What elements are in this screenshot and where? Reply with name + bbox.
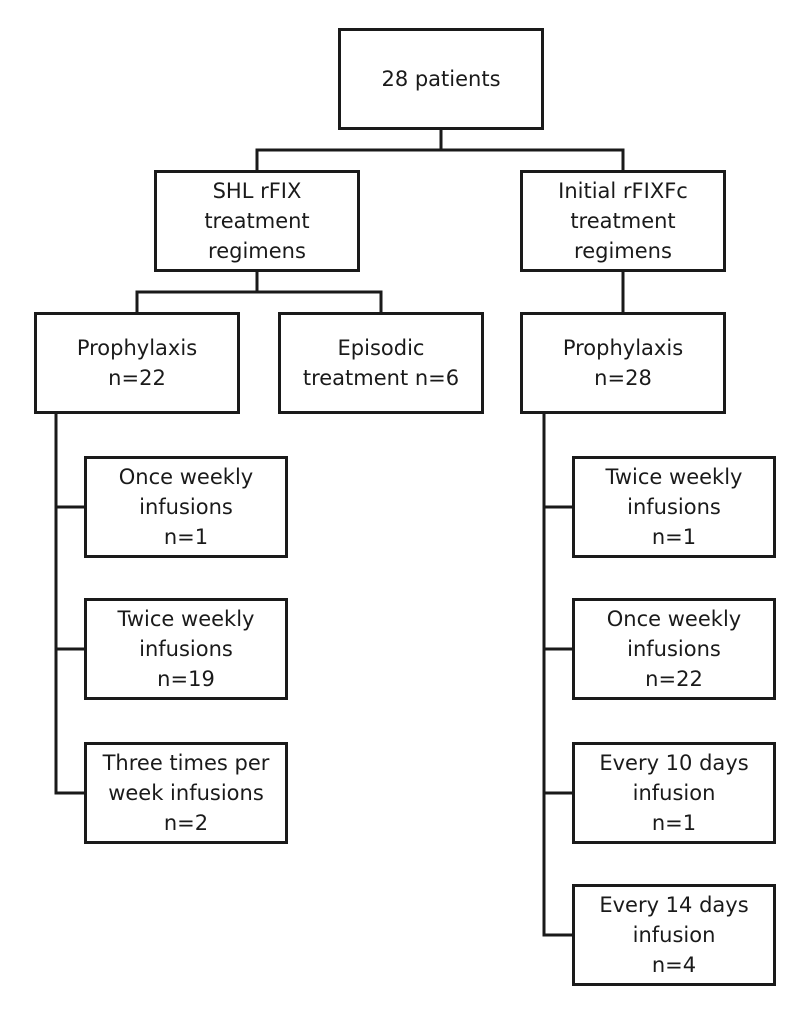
box-line: infusions: [139, 637, 233, 661]
box-line: Prophylaxis: [562, 336, 684, 360]
box-line: Every 10 days: [599, 751, 749, 775]
box-line: regimens: [574, 239, 672, 263]
box-line: Three times per: [102, 751, 270, 775]
rfixfc-regimens-node: Initial rFIXFc treatment regimens: [520, 170, 726, 272]
box-line: n=1: [163, 525, 209, 549]
box-line: Twice weekly: [117, 607, 255, 631]
box-line: n=22: [645, 667, 703, 691]
box-line: week infusions: [108, 781, 264, 805]
box-line: treatment n=6: [302, 366, 460, 390]
box-line: infusions: [139, 495, 233, 519]
shl-regimen-three-times-weekly: Three times per week infusions n=2: [84, 742, 288, 844]
box-line: Initial rFIXFc: [558, 179, 688, 203]
rfixfc-regimen-once-weekly: Once weekly infusions n=22: [572, 598, 776, 700]
box-line: infusion: [632, 781, 716, 805]
rfixfc-regimen-every-10-days: Every 10 days infusion n=1: [572, 742, 776, 844]
box-line: 28 patients: [381, 67, 501, 91]
box-line: n=22: [108, 366, 166, 390]
box-line: treatment: [570, 209, 676, 233]
box-line: Once weekly: [118, 465, 254, 489]
box-line: SHL rFIX: [212, 179, 302, 203]
box-line: n=28: [594, 366, 652, 390]
box-line: n=4: [651, 953, 697, 977]
box-line: infusions: [627, 495, 721, 519]
rfixfc-regimen-every-14-days: Every 14 days infusion n=4: [572, 884, 776, 986]
shl-regimen-once-weekly: Once weekly infusions n=1: [84, 456, 288, 558]
box-line: regimens: [208, 239, 306, 263]
box-line: Every 14 days: [599, 893, 749, 917]
box-line: Prophylaxis: [76, 336, 198, 360]
shl-regimen-twice-weekly: Twice weekly infusions n=19: [84, 598, 288, 700]
box-line: n=1: [651, 525, 697, 549]
rfixfc-prophylaxis-node: Prophylaxis n=28: [520, 312, 726, 414]
box-line: n=2: [163, 811, 209, 835]
box-line: infusion: [632, 923, 716, 947]
box-line: infusions: [627, 637, 721, 661]
box-line: Once weekly: [606, 607, 742, 631]
shl-prophylaxis-node: Prophylaxis n=22: [34, 312, 240, 414]
box-line: treatment: [204, 209, 310, 233]
root-node-all-patients: 28 patients: [338, 28, 544, 130]
shl-rfix-regimens-node: SHL rFIX treatment regimens: [154, 170, 360, 272]
box-line: n=19: [157, 667, 215, 691]
box-line: n=1: [651, 811, 697, 835]
box-line: Twice weekly: [605, 465, 743, 489]
shl-episodic-node: Episodic treatment n=6: [278, 312, 484, 414]
rfixfc-regimen-twice-weekly: Twice weekly infusions n=1: [572, 456, 776, 558]
box-line: Episodic: [337, 336, 425, 360]
